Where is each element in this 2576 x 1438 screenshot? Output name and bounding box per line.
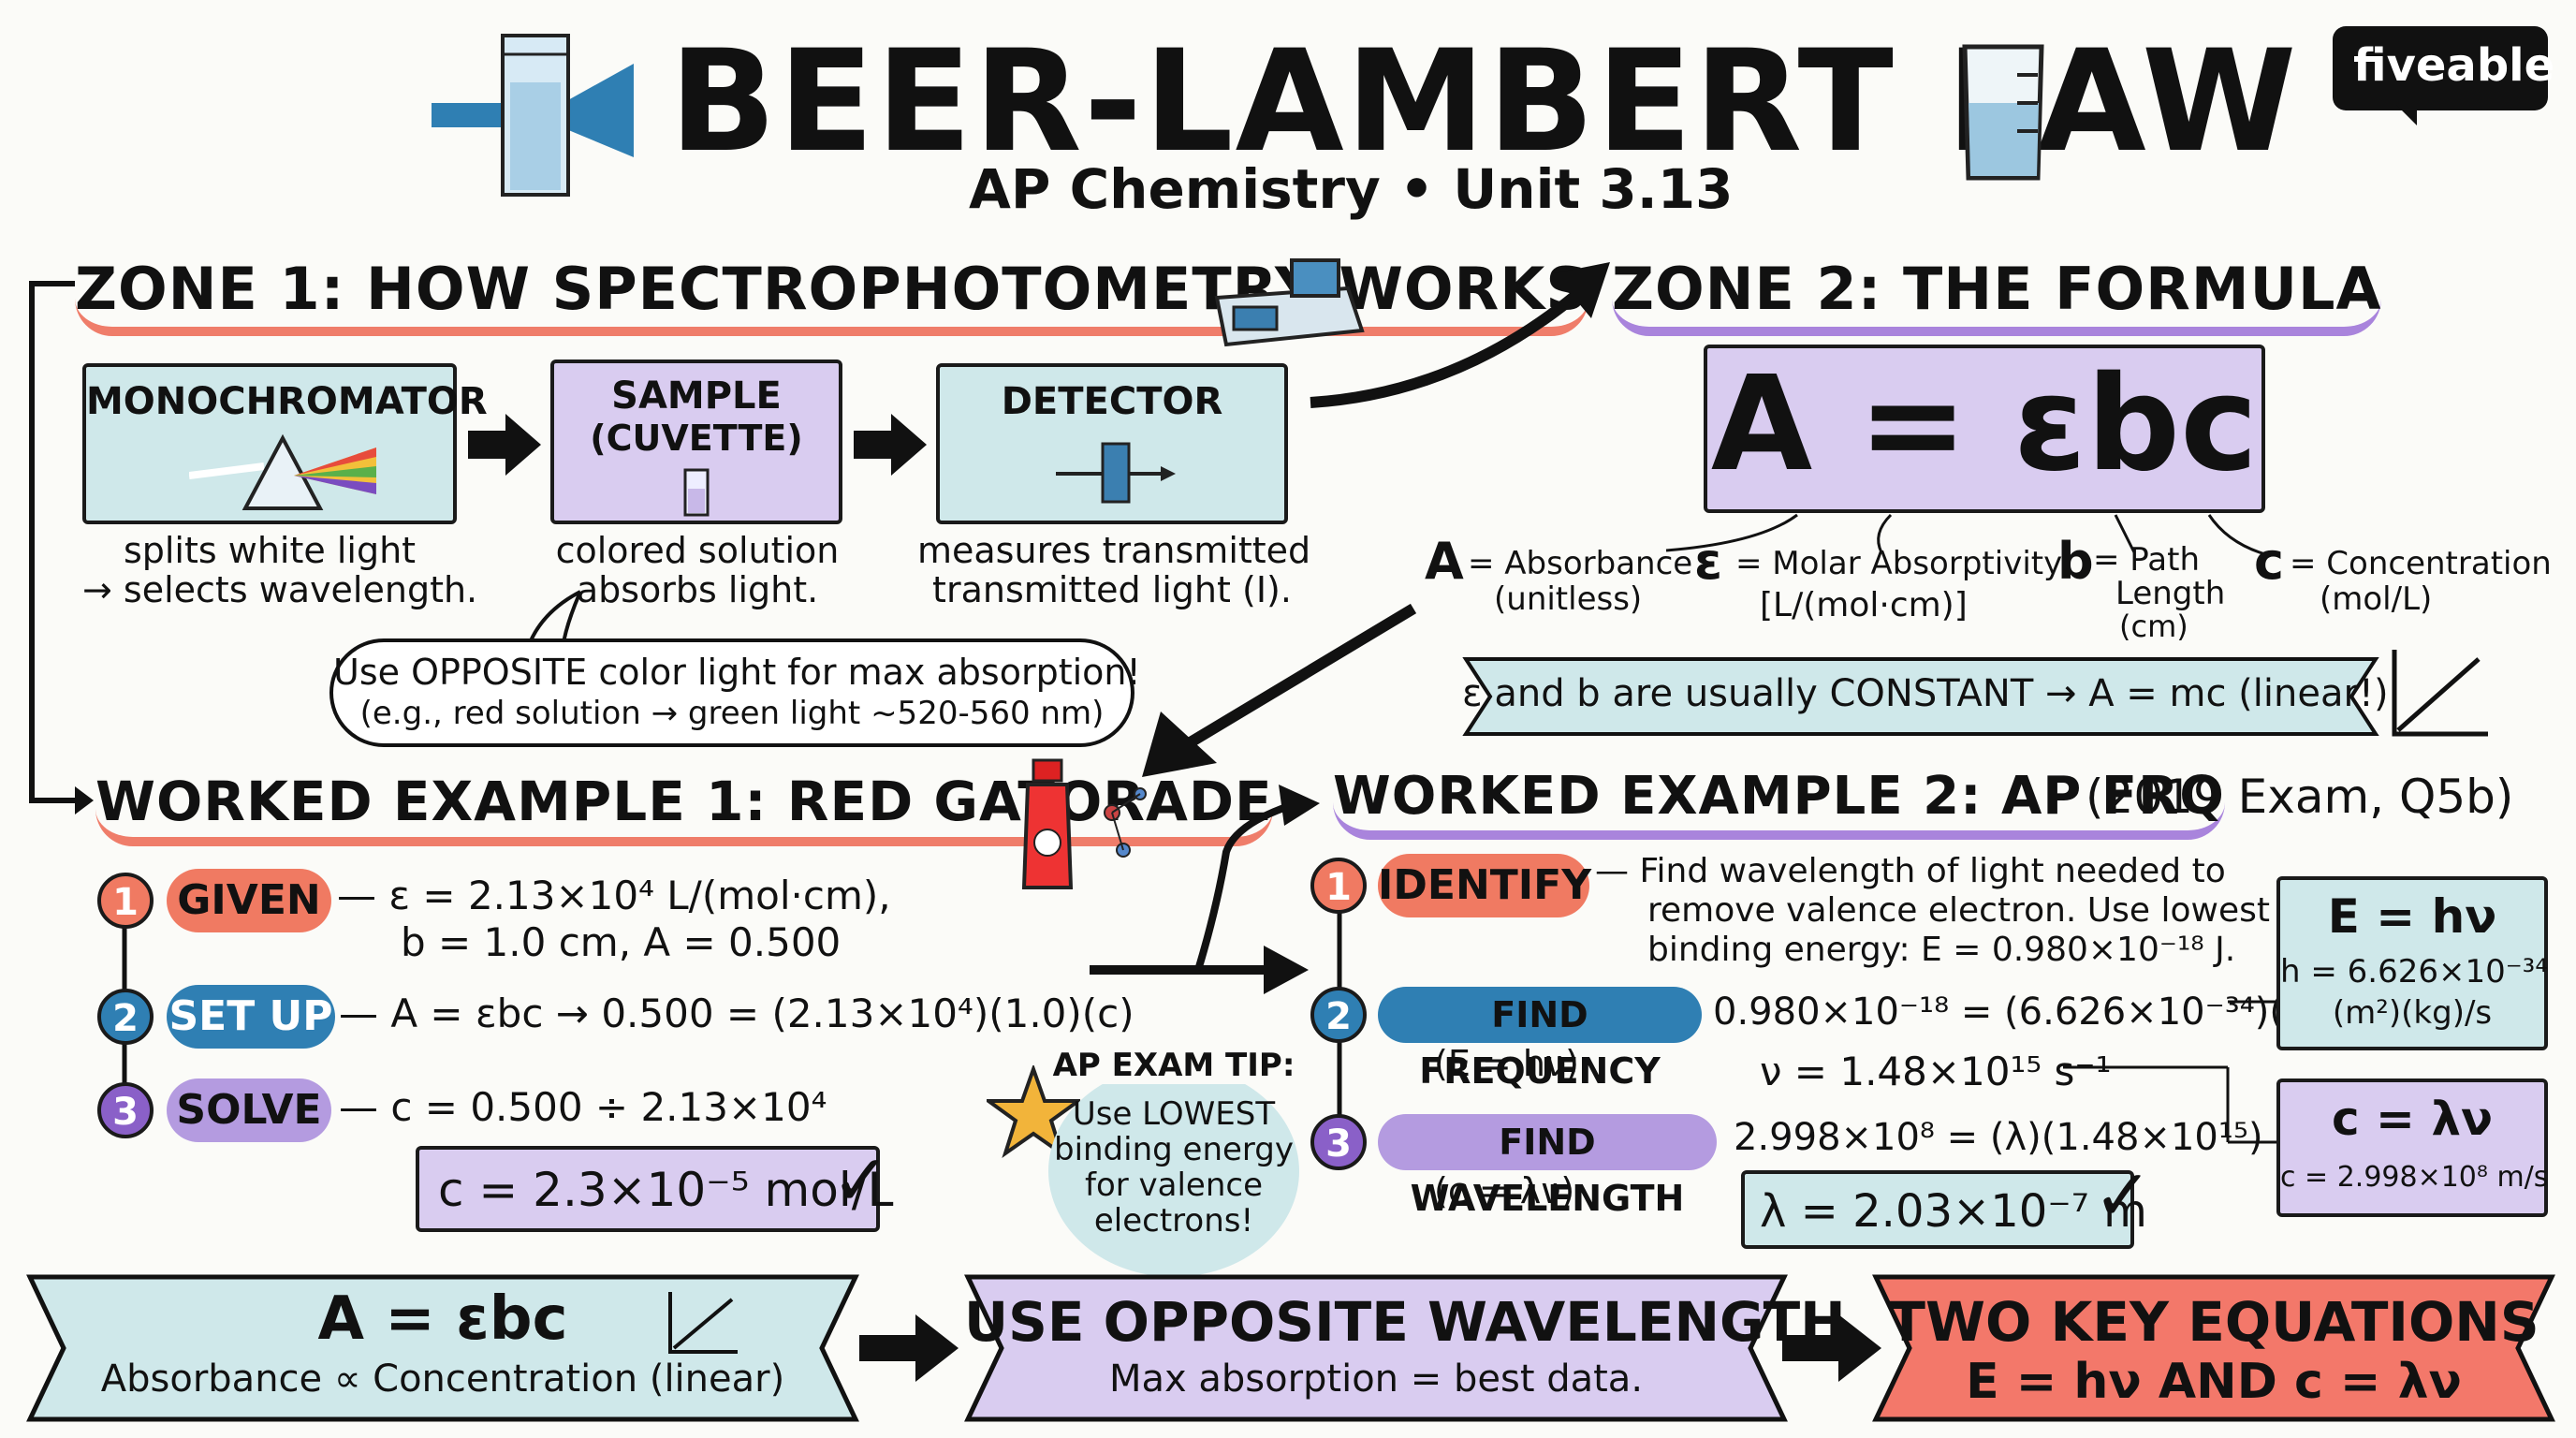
example2-frequency-text2: ν = 1.48×10¹⁵ s⁻¹: [1760, 1049, 2112, 1094]
brand-logo: fiveable: [2333, 26, 2554, 110]
example1-given-text1: — ε = 2.13×10⁴ L/(mol·cm),: [337, 873, 891, 918]
example1-step2-number: 2: [97, 989, 154, 1045]
var-e-symbol: ε: [1694, 532, 1723, 591]
var-a-desc2: (unitless): [1494, 580, 1643, 618]
example2-find-wavelength-sub: (c = λν): [1434, 1170, 1575, 1211]
banner2-shape: [964, 1274, 1788, 1422]
var-e-desc2: [L/(mol·cm)]: [1760, 586, 1968, 624]
banner3-text: E = hν AND c = λν: [1966, 1354, 2462, 1410]
banner1-title: A = εbc: [317, 1284, 568, 1354]
monochromator-caption-1: splits white light: [123, 530, 417, 571]
cuvette-light-illustration: [432, 34, 634, 197]
example2-identify-text2: remove valence electron. Use lowest: [1647, 891, 2270, 930]
ap-exam-tip-bubble: [1048, 1065, 1299, 1277]
checkmark-icon: ✓: [831, 1138, 891, 1222]
var-b-desc3: (cm): [2119, 609, 2188, 644]
eq-c-lambda-v-box: c = λν c = 2.998×10⁸ m/s: [2276, 1078, 2548, 1217]
var-b-desc2: Length: [2115, 575, 2226, 612]
prism-icon: [189, 433, 376, 510]
var-e-desc1: = Molar Absorptivity: [1735, 545, 2063, 582]
zone1-left-bracket: [29, 281, 94, 814]
banner2-title: USE OPPOSITE WAVELENGTH: [964, 1290, 1846, 1354]
example2-identify-label: IDENTIFY: [1378, 854, 1591, 917]
example2-step2-number: 2: [1310, 987, 1367, 1043]
example1-step1-number: 1: [97, 873, 154, 929]
arrow-to-example1: [1142, 603, 1417, 777]
linear-graph-icon: [668, 1292, 738, 1354]
arrow-right-icon: [854, 414, 927, 476]
example2-find-wavelength-label: FIND WAVELENGTH: [1378, 1114, 1717, 1219]
example1-given-label: GIVEN: [167, 869, 331, 932]
beaker-icon: [1962, 44, 2044, 181]
example1-title: WORKED EXAMPLE 1: RED GATORADE: [95, 770, 1273, 846]
constant-note-ribbon: [1462, 657, 2379, 736]
detector-box: DETECTOR: [936, 363, 1288, 524]
var-c-desc2: (mol/L): [2320, 580, 2433, 618]
var-b-desc1: = Path: [2093, 541, 2200, 579]
spectrophotometer-icon: [1214, 258, 1365, 347]
var-c-symbol: c: [2254, 532, 2285, 591]
detector-caption-1: measures transmitted: [917, 530, 1311, 571]
example2-wavelength-text: 2.998×10⁸ = (λ)(1.48×10¹⁵): [1734, 1116, 2263, 1159]
var-a-desc1: = Absorbance: [1468, 545, 1693, 582]
cuvette-icon: [683, 468, 710, 517]
arrow-to-zone2: [1310, 262, 1610, 408]
example1-given-text2: b = 1.0 cm, A = 0.500: [401, 919, 842, 965]
banner1-text: Absorbance ∝ Concentration (linear): [100, 1357, 785, 1401]
example1-setup-label: SET UP: [167, 985, 335, 1049]
sample-caption-1: colored solution: [555, 530, 840, 571]
example2-identify-text3: binding energy: E = 0.980×10⁻¹⁸ J.: [1647, 931, 2236, 969]
ap-exam-tip-title: AP EXAM TIP:: [1048, 1047, 1299, 1084]
opposite-color-tip-bubble: Use OPPOSITE color light for max absorpt…: [329, 638, 1141, 747]
banner3-title: TWO KEY EQUATIONS: [1888, 1290, 2539, 1354]
arrow-to-example2: [1090, 785, 1320, 994]
example2-find-frequency-label: FIND FREQUENCY: [1378, 987, 1702, 1092]
banner2-text: Max absorption = best data.: [1108, 1357, 1644, 1401]
example1-setup-text: — A = εbc → 0.500 = (2.13×10⁴)(1.0)(c): [339, 990, 1134, 1036]
eq-e-hv-box: E = hν h = 6.626×10⁻³⁴ (m²)(kg)/s: [2276, 876, 2548, 1050]
equation-connector-lines: [2063, 1000, 2280, 1144]
example1-solve-label: SOLVE: [167, 1078, 331, 1142]
example1-step3-number: 3: [97, 1082, 154, 1138]
constant-note-text: ε and b are usually CONSTANT → A = mc (l…: [1462, 672, 2389, 715]
monochromator-box: MONOCHROMATOR: [82, 363, 488, 524]
arrow-right-icon: [859, 1314, 959, 1382]
example1-answer-box: c = 2.3×10⁻⁵ mol/L: [416, 1146, 893, 1232]
arrow-right-icon: [468, 414, 541, 476]
example1-solve-text: — c = 0.500 ÷ 2.13×10⁴: [339, 1084, 827, 1130]
checkmark-icon: ✓: [2093, 1153, 2153, 1237]
example2-title: WORKED EXAMPLE 2: AP FRQ: [1333, 766, 2225, 840]
example2-answer-box: λ = 2.03×10⁻⁷ m: [1741, 1170, 2147, 1249]
example2-identify-text1: — Find wavelength of light needed to: [1595, 852, 2226, 890]
formula-connector-lines: [1665, 513, 2266, 556]
star-icon: [987, 1065, 1080, 1159]
example2-frequency-text1: 0.980×10⁻¹⁸ = (6.626×10⁻³⁴)(ν): [1713, 990, 2320, 1034]
detector-icon: [1056, 442, 1176, 504]
linear-graph-icon: [2392, 650, 2488, 737]
formula-box: A = εbc: [1704, 345, 2265, 513]
zone2-title: ZONE 2: THE FORMULA: [1612, 255, 2382, 336]
banner1-shape: [26, 1274, 859, 1422]
arrow-right-icon: [1782, 1314, 1881, 1382]
var-c-desc1: = Concentration: [2290, 545, 2552, 582]
monochromator-caption-2: → selects wavelength.: [82, 569, 478, 610]
sample-box: SAMPLE (CUVETTE): [550, 360, 842, 524]
example2-step3-number: 3: [1310, 1114, 1367, 1170]
example2-step1-number: 1: [1310, 858, 1367, 914]
page-subtitle: AP Chemistry • Unit 3.13: [969, 157, 1734, 221]
brand-logo-tail: [2396, 105, 2417, 125]
gatorade-bottle-icon: [1021, 758, 1147, 889]
detector-caption-2: transmitted light (I).: [932, 569, 1292, 610]
banner3-shape: [1872, 1274, 2555, 1422]
example2-title-suffix: (2019 Exam, Q5b): [2086, 770, 2514, 824]
example2-find-frequency-sub: (E = hν): [1434, 1043, 1579, 1084]
var-b-symbol: b: [2057, 532, 2094, 591]
var-a-symbol: A: [1425, 532, 1464, 591]
sample-caption-2: absorbs light.: [576, 569, 819, 610]
